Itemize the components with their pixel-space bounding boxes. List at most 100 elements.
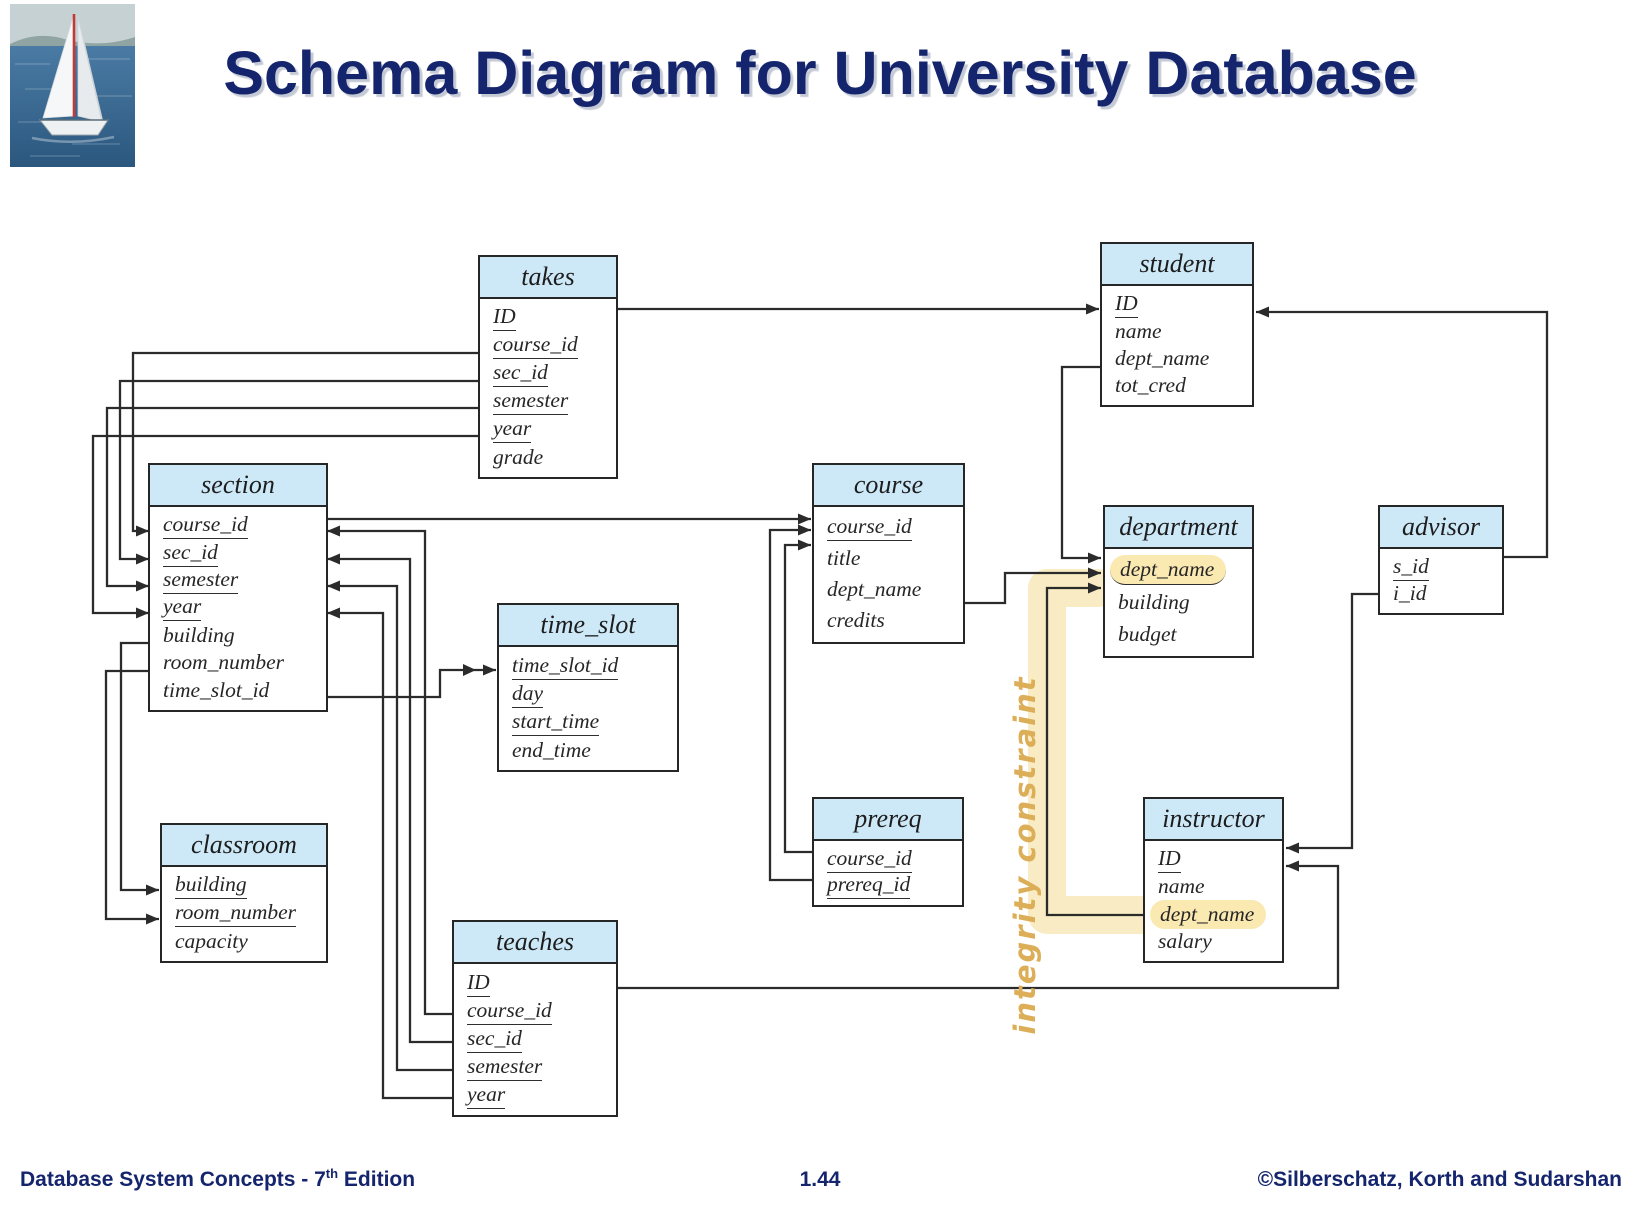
attribute-course-credits: credits — [827, 605, 963, 636]
table-title-advisor: advisor — [1380, 507, 1502, 549]
attribute-classroom-room_number: room_number — [175, 900, 326, 928]
attribute-takes-ID: ID — [493, 304, 616, 332]
attribute-instructor-salary: salary — [1158, 928, 1282, 955]
attribute-takes-sec_id: sec_id — [493, 360, 616, 388]
table-title-course: course — [814, 465, 963, 507]
attribute-label: ID — [493, 304, 516, 332]
attribute-department-building: building — [1118, 586, 1252, 618]
table-title-classroom: classroom — [162, 825, 326, 867]
attribute-section-time_slot_id: time_slot_id — [163, 677, 326, 704]
link-takes-section-course-id — [131, 351, 478, 537]
attribute-label: course_id — [827, 514, 912, 541]
attribute-prereq-prereq_id: prereq_id — [827, 872, 962, 900]
attribute-label: dept_name — [827, 577, 922, 601]
footer-book-title: Database System Concepts - 7th Edition — [20, 1166, 416, 1191]
attribute-teaches-sec_id: sec_id — [467, 1025, 616, 1053]
attribute-label: dept_name — [1150, 899, 1267, 929]
link-teaches-section-year — [327, 607, 452, 1100]
attribute-label: course_id — [493, 332, 578, 360]
table-department: department dept_name building budget — [1103, 505, 1254, 658]
attribute-department-budget: budget — [1118, 618, 1252, 650]
attribute-label: building — [163, 622, 235, 647]
table-title-teaches: teaches — [454, 922, 616, 964]
attribute-instructor-ID: ID — [1158, 846, 1282, 874]
attribute-label: start_time — [512, 709, 600, 736]
attribute-takes-year: year — [493, 415, 616, 443]
table-title-takes: takes — [480, 257, 616, 299]
attribute-teaches-course_id: course_id — [467, 997, 616, 1025]
attribute-teaches-year: year — [467, 1081, 616, 1109]
attribute-label: title — [827, 546, 861, 570]
attribute-time_slot-start_time: start_time — [512, 708, 677, 736]
link-prereq-course-id — [783, 539, 812, 854]
link-student-department — [1060, 365, 1101, 564]
attribute-label: room_number — [163, 650, 285, 675]
table-attributes-department: dept_name building budget — [1105, 549, 1252, 650]
link-prereq-prereq-id — [768, 524, 812, 882]
attribute-label: dept_name — [1110, 555, 1227, 585]
attribute-time_slot-day: day — [512, 680, 677, 708]
attribute-label: ID — [1158, 846, 1181, 874]
attribute-label: salary — [1158, 928, 1212, 953]
link-teaches-section-semester — [327, 580, 452, 1072]
attribute-section-building: building — [163, 622, 326, 649]
link-section-time-slot — [328, 664, 496, 699]
attribute-advisor-s_id: s_id — [1393, 554, 1502, 581]
link-section-classroom-building — [119, 641, 159, 896]
attribute-prereq-course_id: course_id — [827, 846, 962, 873]
attribute-teaches-ID: ID — [467, 969, 616, 997]
attribute-student-ID: ID — [1115, 291, 1252, 318]
attribute-label: building — [1118, 589, 1190, 614]
attribute-label: sec_id — [467, 1026, 522, 1053]
page-title: Schema Diagram for University Database — [223, 39, 1417, 107]
attribute-label: semester — [163, 567, 239, 595]
attribute-label: prereq_id — [827, 872, 911, 900]
attribute-label: name — [1115, 319, 1162, 343]
attribute-section-semester: semester — [163, 567, 326, 595]
attribute-section-room_number: room_number — [163, 649, 326, 676]
table-title-department: department — [1105, 507, 1252, 549]
attribute-label: budget — [1118, 621, 1177, 646]
footer-slide-number: 1.44 — [799, 1168, 841, 1191]
attribute-label: semester — [467, 1054, 543, 1081]
table-title-section: section — [150, 465, 326, 507]
attribute-label: i_id — [1393, 581, 1427, 606]
attribute-label: name — [1158, 874, 1205, 899]
link-takes-section-year — [91, 434, 478, 619]
attribute-section-sec_id: sec_id — [163, 539, 326, 567]
attribute-label: year — [163, 594, 202, 622]
attribute-label: capacity — [175, 928, 248, 953]
attribute-label: semester — [493, 388, 569, 415]
integrity-constraint-annotation: integrity constraint — [1008, 675, 1042, 1035]
link-teaches-section-course-id — [327, 525, 452, 1016]
attribute-instructor-dept_name: dept_name — [1150, 899, 1282, 929]
attribute-label: course_id — [827, 846, 912, 873]
attribute-label: credits — [827, 608, 885, 632]
attribute-section-year: year — [163, 594, 326, 622]
attribute-teaches-semester: semester — [467, 1053, 616, 1081]
link-advisor-instructor — [1286, 592, 1378, 854]
link-teaches-instructor — [618, 860, 1340, 990]
attribute-department-dept_name: dept_name — [1110, 554, 1252, 586]
attribute-label: time_slot_id — [512, 653, 619, 680]
attribute-label: end_time — [512, 737, 591, 762]
